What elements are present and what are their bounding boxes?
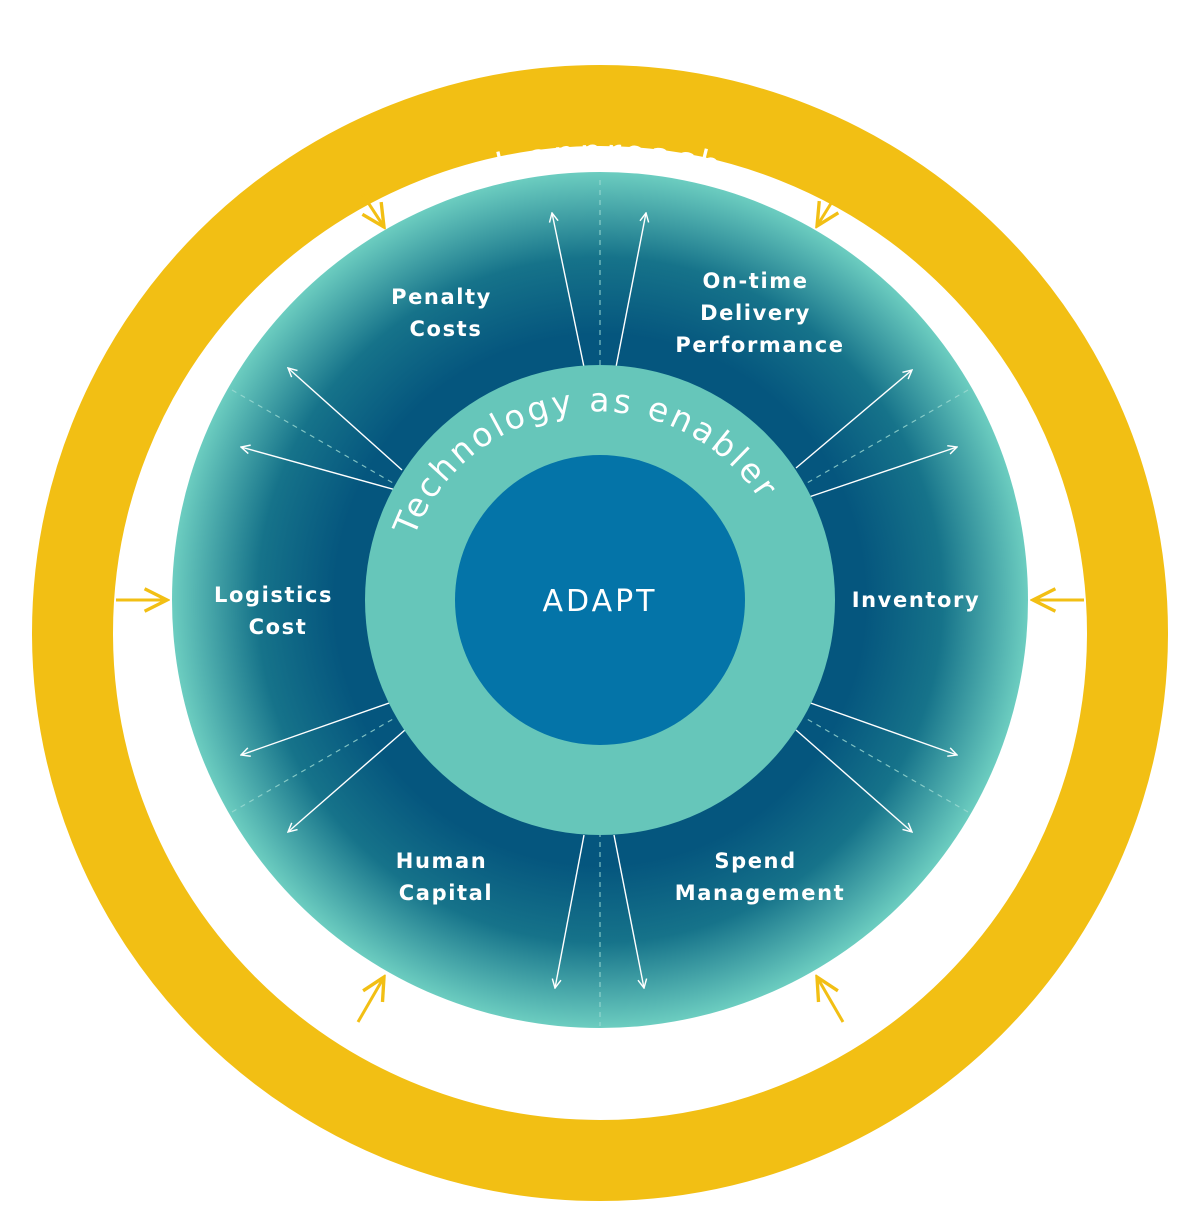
segment-label-human-capital: Human Capital xyxy=(396,849,496,905)
reduce-arrow xyxy=(356,977,384,1023)
reduce-arrow xyxy=(817,183,845,226)
segment-label-penalty-costs: Penalty Costs xyxy=(391,285,501,341)
segment-label-spend-management: Spend Management xyxy=(675,849,846,905)
segment-label-line: On-time xyxy=(702,269,808,293)
segment-label-on-time-delivery: On-time Delivery Performance xyxy=(675,269,844,357)
divider-upper-left xyxy=(231,389,401,488)
enabler-arrow xyxy=(241,447,397,491)
segment-dividers xyxy=(231,180,969,1026)
segment-label-line: Penalty xyxy=(391,285,492,309)
segment-label-line: Delivery xyxy=(700,301,811,325)
segment-label-line: Capital xyxy=(399,881,493,905)
enabler-arrow xyxy=(795,729,912,832)
segment-label-line: Costs xyxy=(410,317,483,341)
segment-label-line: Inventory xyxy=(852,588,981,612)
segment-label-line: Human xyxy=(396,849,488,873)
enabler-arrow xyxy=(241,694,413,755)
enabler-arrow xyxy=(288,729,406,832)
segment-label-line: Spend xyxy=(714,849,796,873)
enabler-arrow xyxy=(787,694,957,755)
enabler-arrow xyxy=(615,213,646,368)
reduce-arrow xyxy=(817,977,845,1023)
segment-label-line: Cost xyxy=(249,615,308,639)
adapt-core xyxy=(455,455,745,745)
divider-upper-right xyxy=(799,389,969,488)
segment-label-line: Performance xyxy=(675,333,844,357)
enabler-arrow xyxy=(613,834,644,988)
enabler-arrow xyxy=(555,834,585,988)
enabler-arrow xyxy=(805,447,957,499)
outer-ring xyxy=(32,65,1168,1201)
segment-label-line: Logistics xyxy=(214,583,333,607)
adapt-label: ADAPT xyxy=(542,584,657,619)
reduce-arrow xyxy=(354,183,384,227)
enabler-arrow xyxy=(288,368,403,471)
enabler-arrow xyxy=(795,370,912,469)
divider-lower-left xyxy=(231,714,401,813)
enabler-arrow xyxy=(552,213,585,368)
reduce-arrows xyxy=(116,183,1084,1023)
segment-label-inventory: Inventory xyxy=(852,588,981,612)
segment-label-logistics-cost: Logistics Cost xyxy=(214,583,342,639)
divider-lower-right xyxy=(799,714,969,813)
segment-label-line: Management xyxy=(675,881,846,905)
enabler-arrows xyxy=(241,213,957,988)
